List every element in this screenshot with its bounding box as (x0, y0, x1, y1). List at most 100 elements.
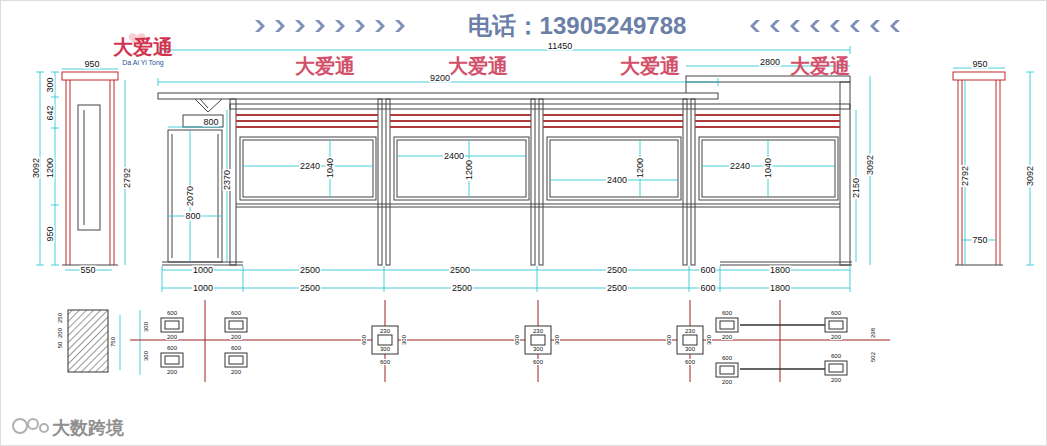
dimension-label: 2400 (606, 176, 628, 185)
side-views (958, 80, 959, 265)
dimension-lines (1026, 265, 1034, 266)
dimension-label: 2240 (729, 162, 751, 171)
logo-text: 大爱通 (112, 37, 174, 57)
front-elevation (840, 82, 850, 265)
roof-slats (543, 120, 683, 122)
dimension-label: 3092 (1026, 165, 1035, 187)
foundation-dimension: 300 (684, 346, 696, 352)
dimension-label: 600 (699, 266, 716, 275)
foundation-dimension: 300 (532, 346, 544, 352)
banner-chevrons (315, 20, 325, 32)
dimension-lines (160, 50, 850, 51)
foundation-dimension: 230 (684, 328, 696, 334)
front-elevation (200, 99, 208, 108)
foundation-dimension: 200 (166, 334, 178, 340)
foundation-dimension: 600 (721, 355, 733, 361)
dimension-label: 11450 (547, 42, 573, 51)
dimension-lines (51, 265, 59, 266)
dimension-label: 600 (699, 284, 716, 293)
dimension-label: 2500 (606, 266, 628, 275)
banner-chevrons (335, 20, 345, 32)
foundation-plan (165, 356, 179, 364)
foundation-plan (165, 321, 179, 329)
foundation-plan (720, 321, 734, 329)
foundation-dimension: 600 (830, 310, 842, 316)
roof-slats (543, 126, 683, 128)
foundation-dimension: 50 (57, 341, 63, 350)
watermark: 大爱通 (294, 56, 356, 76)
foundation-dimension: 300 (554, 334, 560, 346)
side-views (62, 72, 118, 80)
foundation-plan (68, 300, 890, 382)
banner-chevrons (770, 20, 780, 32)
dimension-lines (162, 288, 850, 289)
foundation-dimension: 200 (721, 334, 733, 340)
banner-chevrons (275, 20, 285, 32)
foundation-dimension: 250 (57, 312, 63, 324)
front-elevation (172, 134, 173, 258)
foundation-plan (68, 310, 108, 372)
dimension-label: 800 (202, 118, 219, 127)
dimension-label: 2500 (606, 284, 628, 293)
side-views (66, 80, 67, 265)
foundation-plan (161, 318, 847, 377)
dimension-lines (51, 97, 59, 98)
dimension-lines (850, 266, 851, 292)
front-elevation (230, 104, 850, 109)
foundation-dimension: 300 (143, 350, 149, 362)
foundation-plan (225, 318, 247, 332)
dimension-lines (140, 310, 141, 375)
watermark-icon (13, 419, 48, 433)
foundation-plan (825, 318, 847, 332)
dimension-lines (51, 72, 59, 73)
front-elevation (168, 130, 222, 262)
front-elevation (550, 140, 678, 197)
foundation-dimension: 600 (361, 334, 367, 346)
watermark: 大爱通 (447, 56, 509, 76)
side-views (84, 110, 85, 225)
dimension-lines (384, 266, 385, 292)
dimension-lines (689, 266, 690, 292)
foundation-plan (372, 326, 398, 354)
foundation-plan (525, 326, 551, 354)
dimension-label: 1800 (769, 284, 791, 293)
foundation-dimension: 230 (532, 328, 544, 334)
dimension-lines (51, 205, 59, 206)
dimension-label: 2500 (451, 284, 473, 293)
foundation-dimension: 600 (166, 345, 178, 351)
dimension-label: 750 (971, 236, 988, 245)
dimension-label: 1200 (465, 159, 474, 181)
foundation-plan (677, 326, 703, 354)
dimension-label: 2800 (759, 58, 781, 67)
dimension-lines (36, 265, 44, 266)
front-elevation (686, 76, 850, 82)
watermark: 大爱通 (619, 56, 681, 76)
dimension-lines (162, 270, 850, 271)
watermark-icon (13, 419, 27, 433)
foundation-plan (378, 335, 392, 345)
foundation-dimension: 600 (514, 334, 520, 346)
front-elevation (378, 99, 382, 265)
dimension-label: 950 (971, 60, 988, 69)
front-elevation (686, 82, 687, 93)
side-views (62, 72, 1005, 265)
phone-banner: 电话：13905249788 (467, 14, 688, 38)
roof-slats (543, 114, 683, 116)
foundation-dimension: 300 (379, 346, 391, 352)
side-views (955, 265, 1003, 266)
dimension-label: 1040 (764, 157, 773, 179)
foundation-plan (225, 353, 247, 367)
banner-chevrons (850, 20, 860, 32)
front-elevation (236, 204, 840, 205)
foundation-dimension: 200 (57, 327, 63, 339)
banner-chevrons (830, 20, 840, 32)
dimension-label: 300 (46, 76, 55, 93)
roof-slats (390, 120, 531, 122)
foundation-plan (825, 361, 847, 375)
front-elevation (243, 140, 373, 197)
front-elevation (183, 115, 223, 127)
foundation-plan (683, 335, 697, 345)
dimension-label: 2370 (223, 169, 232, 191)
dimension-lines (720, 266, 721, 292)
